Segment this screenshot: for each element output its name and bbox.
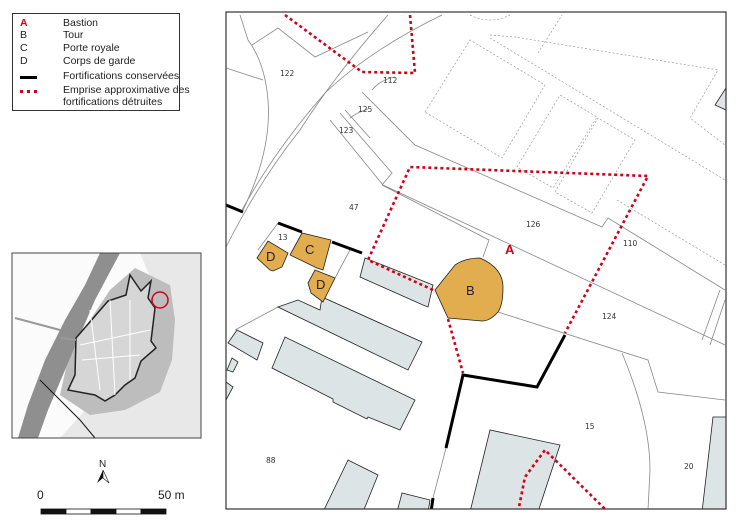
dotted-line-swatch xyxy=(20,90,37,93)
parcel-label: 13 xyxy=(278,233,288,242)
parcel-label: 123 xyxy=(339,126,354,135)
feature-label-d: D xyxy=(266,249,275,264)
cadastral-lines xyxy=(226,14,726,509)
legend-key: D xyxy=(20,55,28,67)
former-parcels xyxy=(424,14,726,266)
legend-label: Bastion xyxy=(63,17,99,29)
parcel-label: 125 xyxy=(358,105,373,114)
fortifications-conservees xyxy=(226,203,567,509)
scale-bar xyxy=(40,508,167,515)
parcel-label: 126 xyxy=(526,220,541,229)
legend-label: fortifications détruites xyxy=(63,96,163,108)
legend-label: Fortifications conservées xyxy=(63,70,180,82)
fortifications-detruites xyxy=(284,13,651,509)
feature-label-b: B xyxy=(466,283,475,298)
legend-key: B xyxy=(20,29,28,41)
tour-b xyxy=(434,257,504,322)
feature-label-a: A xyxy=(505,242,515,257)
legend-label: Corps de garde xyxy=(63,55,136,67)
parcel-label: 88 xyxy=(266,456,276,465)
parcel-label: 110 xyxy=(623,239,638,248)
legend-label: Tour xyxy=(63,29,84,41)
parcel-label: 47 xyxy=(349,203,359,212)
map-legend: A Bastion B Tour C Porte royale D Corps … xyxy=(12,13,190,111)
parcel-label: 20 xyxy=(684,462,694,471)
solid-line-swatch xyxy=(20,76,37,79)
legend-key: A xyxy=(20,17,28,29)
scale-start-label: 0 xyxy=(37,488,44,502)
parcel-label: 122 xyxy=(280,69,295,78)
scale-end-label: 50 m xyxy=(158,488,185,502)
north-arrow-icon xyxy=(97,470,103,483)
corps-de-garde-d2 xyxy=(307,269,336,303)
parcel-label: 112 xyxy=(383,76,398,85)
buildings xyxy=(226,87,726,509)
parcel-label: 15 xyxy=(585,422,595,431)
parcel-label: 124 xyxy=(602,312,617,321)
feature-label-d: D xyxy=(316,277,325,292)
feature-label-c: C xyxy=(305,242,314,257)
legend-label: Emprise approximative des xyxy=(63,84,190,96)
legend-label: Porte royale xyxy=(63,42,120,54)
corps-de-garde-d1 xyxy=(256,240,289,272)
north-label: N xyxy=(99,459,106,470)
legend-key: C xyxy=(20,42,28,54)
north-arrow: N xyxy=(97,459,110,484)
porte-royale-c xyxy=(289,232,332,271)
